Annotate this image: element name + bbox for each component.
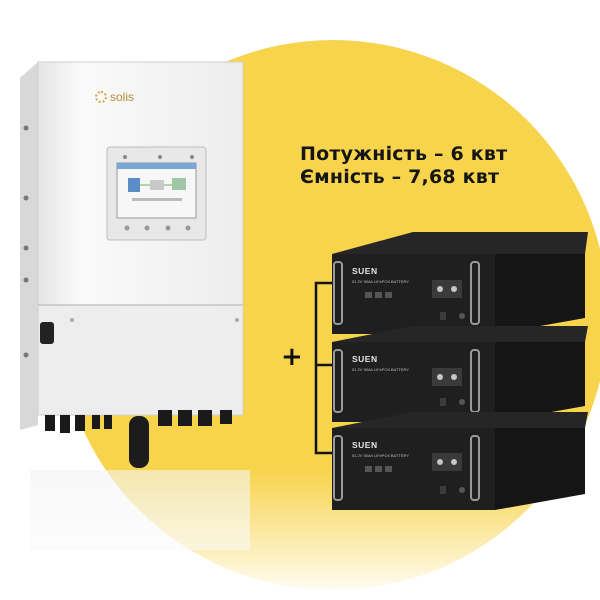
battery-1-subtitle: 51.2V 50Ah LiFePO4 BATTERY: [352, 279, 409, 284]
battery-2-label: SUEN: [352, 354, 378, 364]
inverter-brand-logo: solis: [95, 90, 134, 104]
battery-module-2: [332, 326, 588, 422]
battery-1-label: SUEN: [352, 266, 378, 276]
inverter-brand-text: solis: [110, 90, 135, 104]
battery-stack: [332, 232, 588, 510]
sun-logo-icon: [95, 91, 107, 103]
battery-2-subtitle: 51.2V 50Ah LiFePO4 BATTERY: [352, 367, 409, 372]
capacity-spec: Ємність – 7,68 квт: [300, 166, 500, 188]
battery-3-label: SUEN: [352, 440, 378, 450]
wifi-stick: [129, 416, 149, 468]
battery-3-subtitle: 51.2V 50Ah LiFePO4 BATTERY: [352, 453, 409, 458]
plus-sign: +: [281, 342, 303, 372]
power-spec: Потужність – 6 квт: [300, 143, 508, 165]
solar-inverter: [20, 61, 244, 468]
dc-switch: [40, 322, 54, 344]
battery-module-3: [332, 412, 588, 510]
battery-module-1: [332, 232, 588, 334]
battery-cables: [314, 281, 335, 455]
